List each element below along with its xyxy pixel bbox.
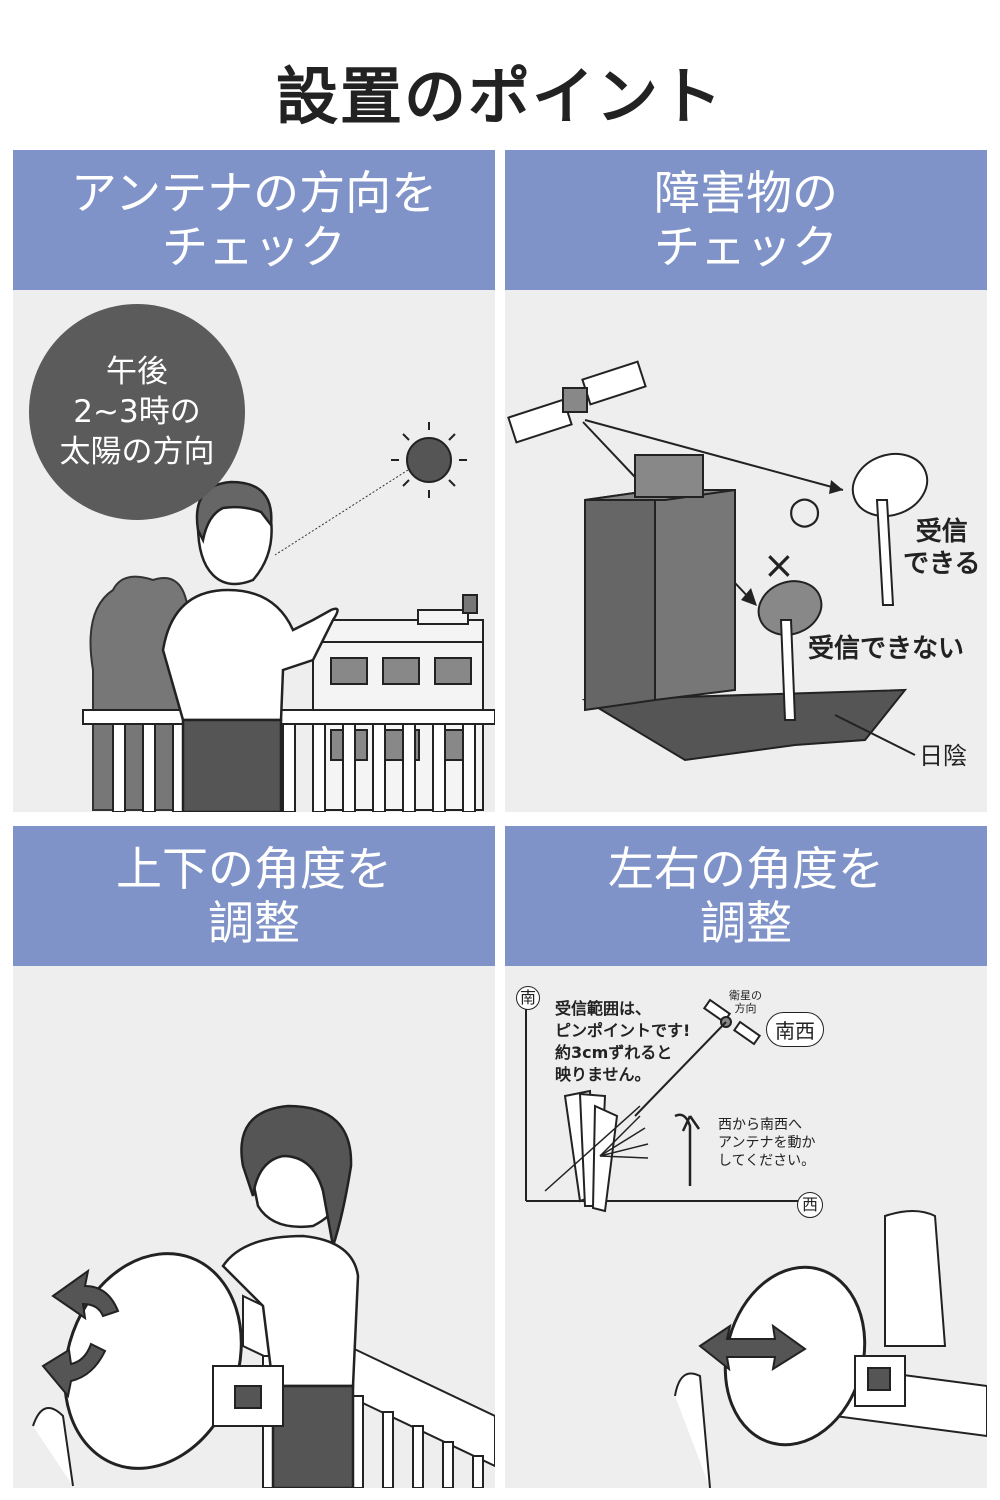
illustration-person-looking-at-sun (13, 290, 495, 812)
reception-note-line: ピンポイントです! (555, 1021, 691, 1040)
satellite-icon (702, 998, 762, 1046)
axis-west-label: 西 (797, 1192, 823, 1218)
ng-mark: × (763, 543, 795, 587)
ok-label-line: できる (903, 549, 981, 579)
panel-header-line: 調整 (700, 896, 792, 950)
panel-header: 障害物の チェック (505, 150, 987, 290)
bubble-line: 太陽の方向 (59, 434, 215, 470)
person-figure (221, 1104, 360, 1488)
rotation-instruction-line: 西から南西へ (718, 1117, 802, 1133)
ok-label: 受信 できる (903, 516, 980, 580)
rotate-arrow-icon (41, 1268, 120, 1399)
page-title: 設置のポイント (275, 60, 724, 133)
illustration-adjust-vertical (13, 966, 495, 1488)
ok-label-line: 受信 (915, 517, 968, 547)
sun-direction-bubble: 午後 2~3時の 太陽の方向 (29, 304, 245, 520)
panel-header-line: チェック (162, 220, 346, 274)
axis-south-label: 南 (516, 986, 540, 1010)
satellite-direction-label: 衛星の 方向 (729, 989, 762, 1015)
rotation-instruction-line: してください。 (718, 1153, 816, 1169)
panel-header: アンテナの方向を チェック (13, 150, 495, 290)
sun-icon (391, 422, 467, 498)
panel-vertical-angle: 上下の角度を 調整 (13, 826, 495, 1488)
panel-header-line: チェック (654, 220, 838, 274)
ng-label: 受信できない (808, 634, 965, 664)
panel-header-line: 左右の角度を (608, 842, 884, 896)
panel-horizontal-angle: 左右の角度を 調整 (505, 826, 987, 1488)
panel-header-line: 調整 (208, 896, 300, 950)
panel-header-line: 上下の角度を (116, 842, 392, 896)
reception-note-line: 約3cmずれると (555, 1043, 673, 1062)
illustration-obstacle-shadow (505, 290, 987, 812)
panel-header-line: アンテナの方向を (70, 166, 438, 220)
dish-ok-icon (851, 452, 929, 606)
horizontal-arrow-icon (698, 1323, 807, 1372)
panel-header-line: 障害物の (654, 166, 838, 220)
ok-mark: ○ (788, 488, 822, 532)
rotation-instruction-line: アンテナを動か (718, 1135, 816, 1151)
satellite-direction-line: 方向 (734, 1002, 757, 1015)
panel-header: 上下の角度を 調整 (13, 826, 495, 966)
illustration-adjust-horizontal (505, 966, 987, 1488)
reception-note: 受信範囲は、 ピンポイントです! 約3cmずれると 映りません。 (555, 998, 690, 1086)
satellite-direction-line: 衛星の (729, 989, 762, 1002)
shade-label: 日陰 (919, 742, 967, 770)
rotation-instruction: 西から南西へ アンテナを動か してください。 (718, 1116, 815, 1170)
satellite-icon (507, 360, 647, 444)
panel-obstacle-check: 障害物の チェック (505, 150, 987, 812)
dish-ng-icon (757, 580, 823, 721)
reception-note-line: 受信範囲は、 (555, 999, 652, 1018)
southwest-badge: 南西 (766, 1012, 824, 1047)
panel-antenna-direction: アンテナの方向を チェック (13, 150, 495, 812)
panel-header: 左右の角度を 調整 (505, 826, 987, 966)
bubble-line: 2~3時の (73, 394, 201, 430)
reception-note-line: 映りません。 (555, 1065, 651, 1084)
person-figure (161, 480, 339, 812)
bubble-line: 午後 (106, 354, 168, 390)
